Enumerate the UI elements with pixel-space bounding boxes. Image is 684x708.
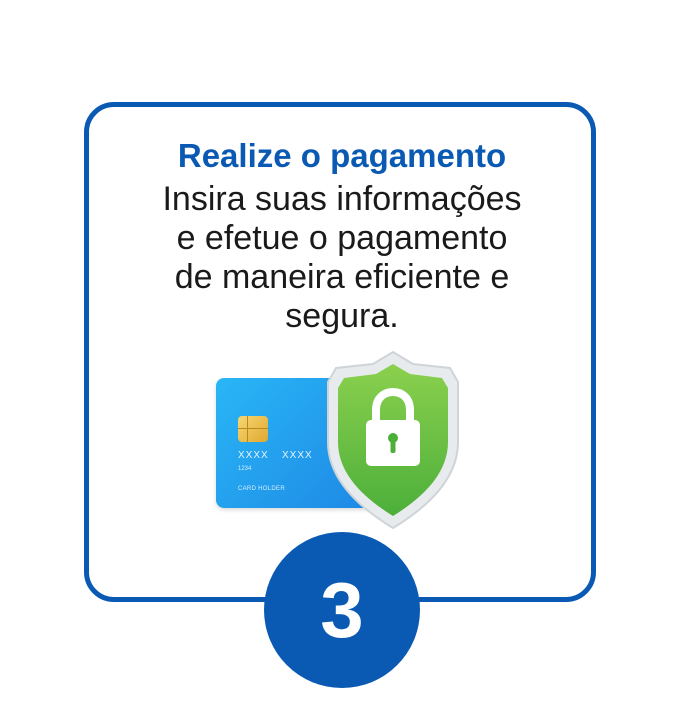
description-line: de maneira eficiente e	[174, 258, 510, 296]
description-line: Insira suas informações	[162, 180, 522, 218]
payment-illustration: XXXX XXXX 1234 CARD HOLDER	[210, 350, 480, 535]
card-holder-label: CARD HOLDER	[238, 486, 285, 492]
step-title: Realize o pagamento	[177, 137, 507, 174]
description-line: e efetue o pagamento	[176, 219, 508, 257]
shield-lock-icon	[327, 350, 459, 530]
card-number-group: XXXX	[282, 450, 313, 461]
card-small-number: 1234	[238, 466, 252, 472]
card-number-group: XXXX	[238, 450, 269, 461]
chip-icon	[238, 416, 268, 442]
step-description: Insira suas informações e efetue o pagam…	[110, 180, 574, 336]
description-line: segura.	[285, 297, 399, 335]
step-number-badge: 3	[264, 532, 420, 688]
step-card	[84, 102, 596, 602]
padlock-icon	[366, 387, 420, 466]
